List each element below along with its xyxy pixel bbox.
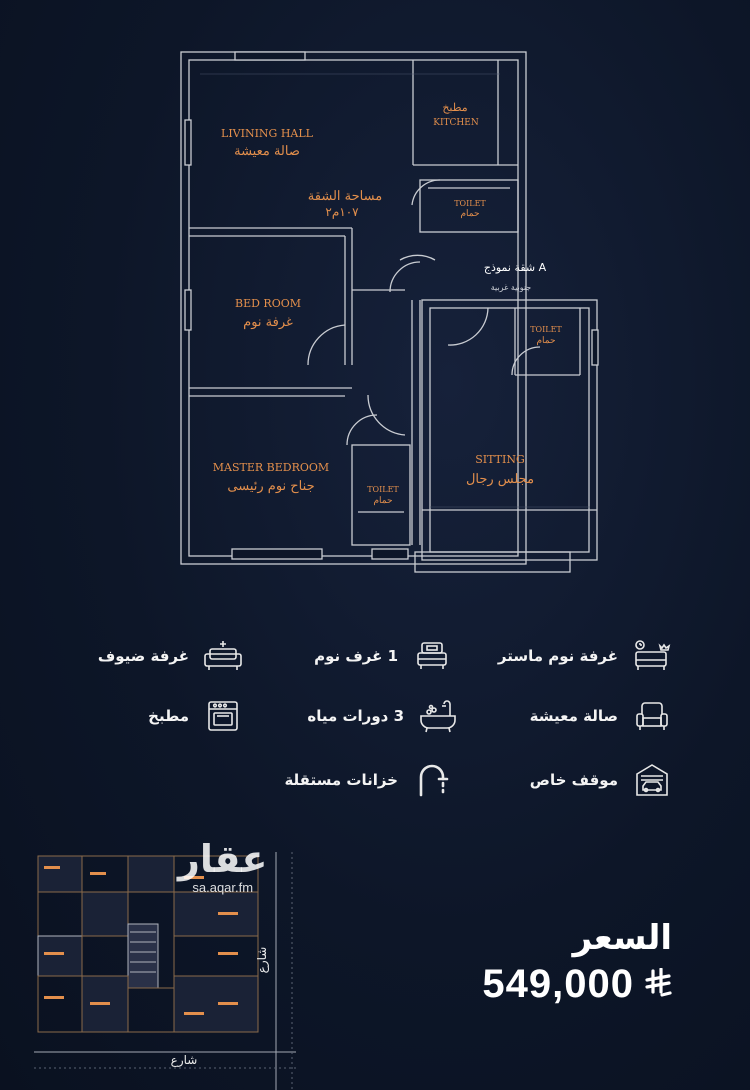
sofa-icon — [203, 636, 243, 676]
sitting-en: SITTING — [475, 453, 525, 466]
walls — [180, 51, 599, 573]
living-hall-ar: صالة معيشة — [234, 144, 300, 159]
bedroom-ar: غرفة نوم — [243, 315, 293, 330]
feature-label: مطبخ — [148, 707, 189, 725]
price-label: السعر — [572, 918, 672, 958]
feature-master-bedroom: غرفة نوم ماستر — [498, 636, 672, 676]
facing-direction: جنوبية غربية — [491, 283, 532, 292]
feature-label: خزانات مستقلة — [284, 771, 398, 789]
watermark-url: sa.aqar.fm — [192, 880, 254, 895]
price-value: 549,000 — [482, 962, 634, 1006]
master-bedroom-en: MASTER BEDROOM — [213, 461, 329, 474]
living-hall-en: LIVINING HALL — [221, 127, 314, 140]
feature-label: 1 غرف نوم — [314, 647, 398, 665]
dimension-marks — [200, 73, 590, 508]
watermark-logo: عقار — [178, 837, 268, 881]
toilet-3-ar: حمام — [373, 496, 392, 506]
street-side: شارع — [255, 947, 270, 974]
floor-plan: LIVINING HALL صالة معيشة مطبخ KITCHEN مس… — [180, 51, 599, 573]
faucet-icon — [412, 760, 452, 800]
toilet-2-ar: حمام — [536, 336, 555, 346]
watermark: عقار sa.aqar.fm — [178, 838, 267, 895]
oven-icon — [203, 696, 243, 736]
feature-living-room: صالة معيشة — [530, 696, 672, 736]
armchair-icon — [632, 696, 672, 736]
area-value: ١٠٧م٢ — [325, 205, 359, 219]
feature-label: غرفة نوم ماستر — [497, 647, 618, 665]
toilet-1-ar: حمام — [460, 209, 479, 219]
bed-icon — [412, 636, 452, 676]
garage-icon — [632, 760, 672, 800]
price-row: 549,000 — [482, 962, 672, 1007]
model-title: شقة نموذج A — [484, 261, 547, 274]
site-plan: شارع شارع — [34, 852, 296, 1090]
master-bedroom-ar: جناح نوم رئيسى — [227, 479, 314, 494]
feature-bathrooms: 3 دورات مياه — [307, 696, 458, 736]
feature-parking: موقف خاص — [530, 760, 672, 800]
feature-guest-room: غرفة ضيوف — [98, 636, 243, 676]
feature-kitchen: مطبخ — [148, 696, 243, 736]
toilet-3-en: TOILET — [367, 485, 399, 494]
bedroom-en: BED ROOM — [235, 297, 301, 310]
kitchen-ar: مطبخ — [442, 101, 467, 114]
feature-tanks: خزانات مستقلة — [284, 760, 452, 800]
riyal-icon — [644, 966, 672, 1002]
master-bed-icon — [632, 636, 672, 676]
feature-label: غرفة ضيوف — [97, 647, 189, 665]
feature-label: صالة معيشة — [529, 707, 618, 725]
feature-bedrooms: 1 غرف نوم — [314, 636, 452, 676]
street-bottom: شارع — [171, 1053, 198, 1068]
feature-label: موقف خاص — [529, 771, 618, 789]
area-title: مساحة الشقة — [308, 189, 382, 204]
toilet-2-en: TOILET — [530, 325, 562, 334]
toilet-1-en: TOILET — [454, 199, 486, 208]
sitting-ar: مجلس رجال — [466, 472, 534, 487]
kitchen-en: KITCHEN — [433, 118, 479, 128]
feature-label: 3 دورات مياه — [307, 707, 404, 725]
bathtub-icon — [418, 696, 458, 736]
